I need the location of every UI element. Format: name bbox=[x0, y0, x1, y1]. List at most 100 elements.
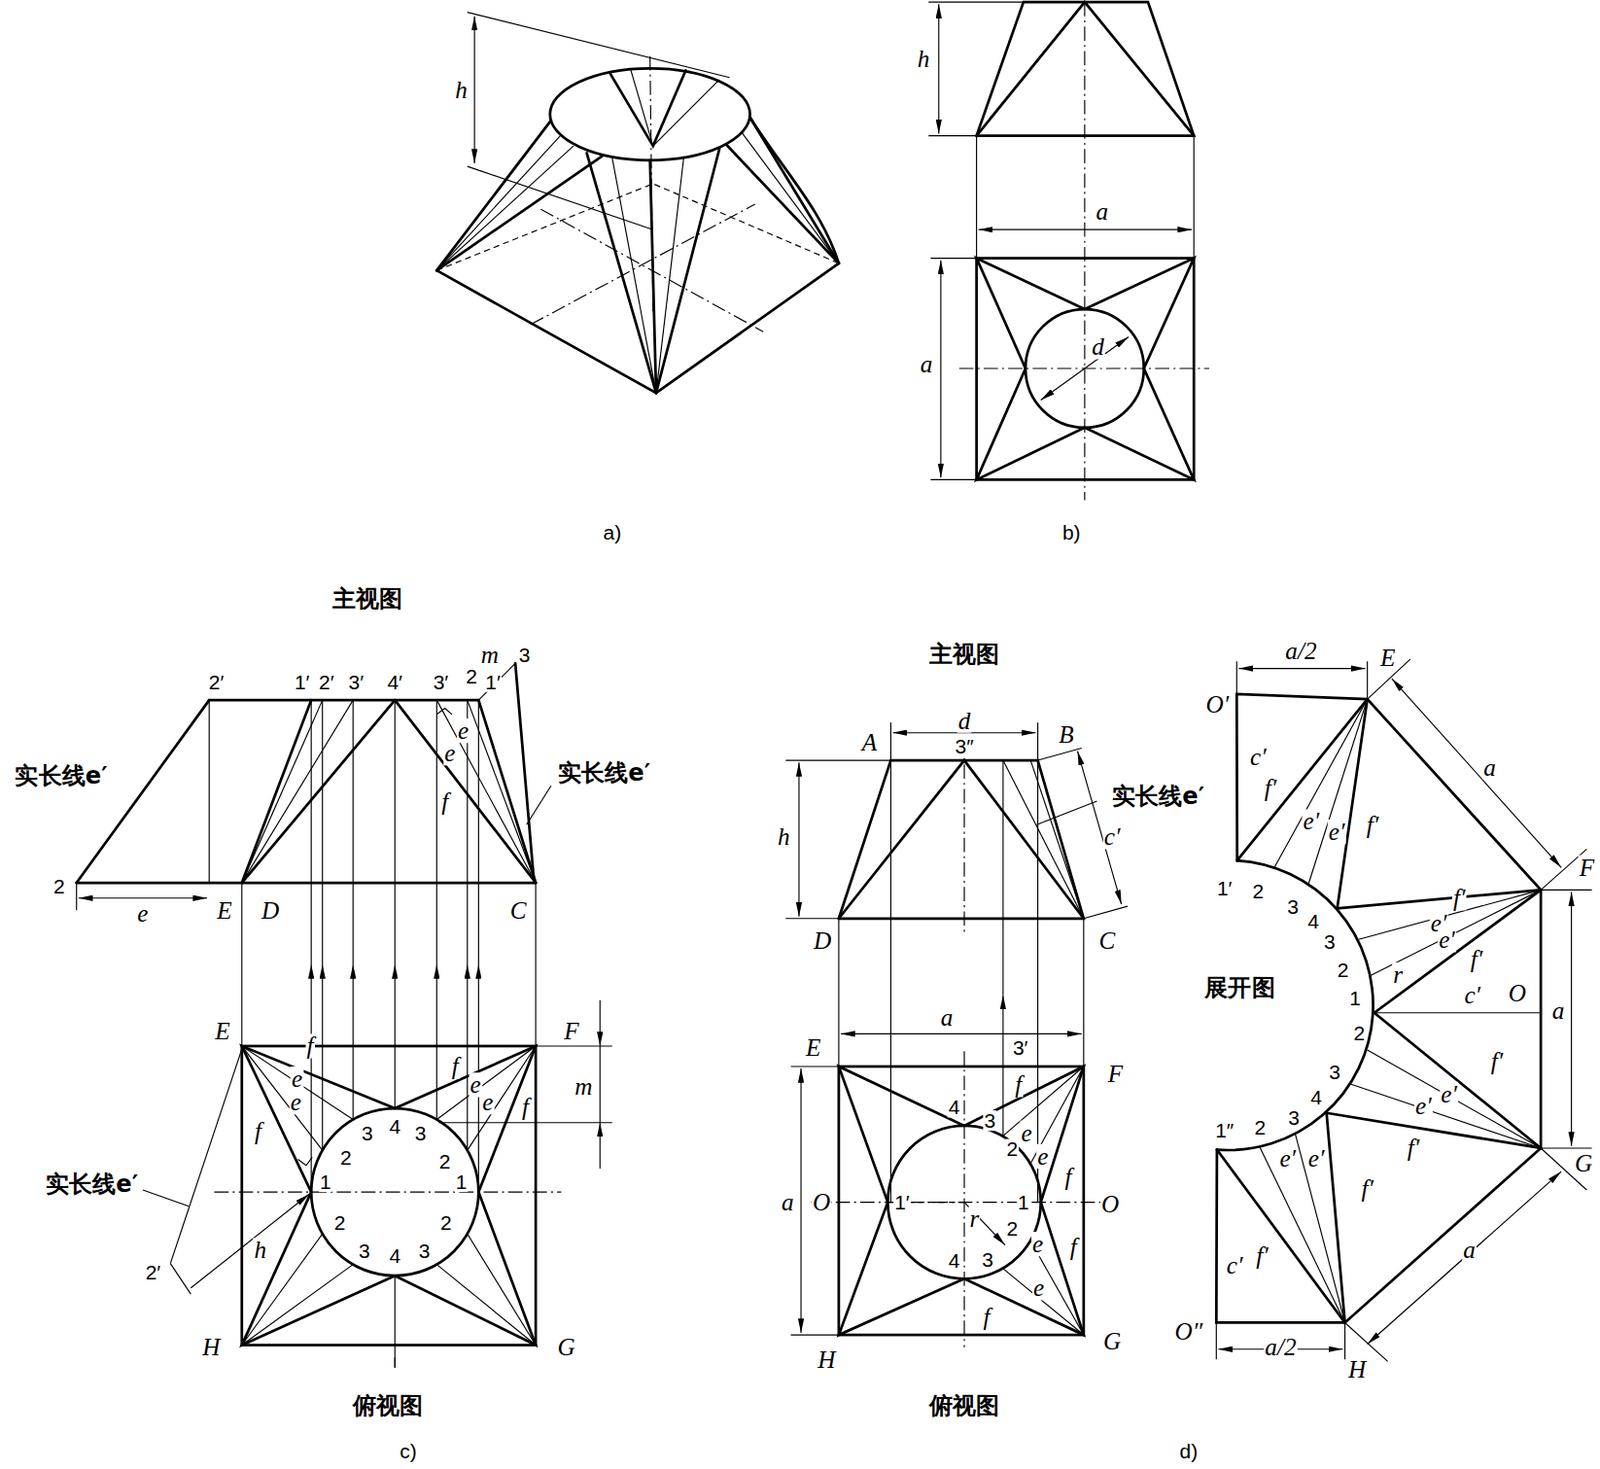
point-letter: e′ bbox=[1439, 1081, 1459, 1107]
drawing-line bbox=[1391, 678, 1562, 868]
point-letter: e′ bbox=[1414, 1093, 1433, 1118]
point-letter: O bbox=[1100, 1191, 1120, 1217]
drawing-line bbox=[208, 699, 210, 883]
drawing-line bbox=[726, 144, 838, 264]
drawing-line bbox=[1030, 760, 1084, 919]
drawing-line bbox=[515, 662, 534, 877]
point-letter: c′ bbox=[1462, 982, 1482, 1008]
point-letter: m bbox=[573, 1074, 593, 1099]
drawing-line bbox=[1374, 1011, 1541, 1013]
drawing-line bbox=[1041, 336, 1129, 400]
point-number: 3 bbox=[1286, 896, 1300, 917]
point-letter: f′ bbox=[1490, 1048, 1505, 1074]
point-letter: a bbox=[1551, 998, 1566, 1023]
drawing-line bbox=[1038, 747, 1082, 761]
point-letter: h bbox=[916, 46, 932, 71]
point-number: 4 bbox=[387, 1245, 402, 1266]
point-letter: e bbox=[481, 1089, 494, 1114]
drawing-line bbox=[467, 1233, 536, 1345]
point-letter: r bbox=[969, 1206, 981, 1231]
drawing-line bbox=[1003, 1268, 1084, 1335]
point-number: 1 bbox=[318, 1171, 333, 1192]
drawing-line bbox=[394, 1275, 396, 1367]
point-number: 2 bbox=[464, 665, 479, 687]
two-view-drawing bbox=[928, 1, 1210, 500]
point-letter: E bbox=[1379, 645, 1397, 670]
drawing-line bbox=[436, 1264, 536, 1346]
view-title: 展开图 bbox=[1203, 975, 1277, 1000]
drawing-line bbox=[1082, 918, 1084, 1067]
point-letter: f bbox=[521, 1094, 530, 1119]
point-number: 2 bbox=[1005, 1139, 1019, 1160]
drawing-line bbox=[963, 1050, 965, 1347]
drawing-line bbox=[436, 964, 438, 1120]
point-number: 3′ bbox=[347, 671, 366, 693]
point-letter: F bbox=[1578, 855, 1597, 880]
drawing-line bbox=[242, 1264, 353, 1346]
drawing-line bbox=[436, 183, 839, 271]
point-number: a) bbox=[601, 521, 623, 543]
drawing-line bbox=[1374, 1012, 1541, 1148]
drawing-line bbox=[1238, 667, 1365, 669]
drawing-line bbox=[610, 69, 687, 146]
point-letter: a bbox=[780, 1189, 796, 1215]
point-letter: E bbox=[213, 1018, 232, 1044]
drawing-line bbox=[1295, 1134, 1346, 1323]
drawing-line bbox=[599, 1000, 601, 1046]
drawing-line bbox=[1366, 660, 1368, 699]
drawing-line bbox=[975, 136, 977, 259]
drawing-line bbox=[535, 1044, 613, 1046]
point-letter: f′ bbox=[1469, 946, 1485, 972]
point-letter: a bbox=[1094, 199, 1110, 224]
point-number: 3 bbox=[1327, 1061, 1342, 1082]
drawing-line bbox=[785, 759, 891, 761]
drawing-line bbox=[930, 479, 976, 481]
drawing-line bbox=[928, 1, 1024, 3]
drawing-line bbox=[298, 1156, 314, 1165]
point-letter: O bbox=[1507, 980, 1528, 1006]
drawing-line bbox=[939, 260, 941, 479]
drawing-line bbox=[838, 1066, 1084, 1335]
point-letter: O bbox=[811, 1189, 832, 1215]
point-letter: e bbox=[1032, 1275, 1045, 1300]
point-number: 2 bbox=[438, 1150, 453, 1172]
point-letter: e′ bbox=[1307, 1146, 1326, 1171]
drawing-line bbox=[1259, 1147, 1346, 1323]
drawing-line bbox=[928, 135, 976, 137]
drawing-line bbox=[394, 699, 536, 883]
point-number: c) bbox=[398, 1440, 418, 1461]
drawing-line bbox=[142, 1189, 189, 1207]
drawing-line bbox=[798, 762, 800, 917]
point-letter: f bbox=[1064, 1164, 1074, 1189]
point-letter: H bbox=[201, 1334, 221, 1359]
drawing-line bbox=[76, 699, 209, 883]
view-title: 实长线e′ bbox=[1111, 784, 1206, 808]
drawing-line bbox=[785, 917, 839, 919]
drawing-line bbox=[321, 964, 323, 1150]
point-letter: H bbox=[816, 1347, 836, 1372]
drawing-line bbox=[630, 69, 654, 146]
drawing-line bbox=[1540, 1147, 1592, 1148]
drawing-line bbox=[190, 1193, 310, 1288]
drawing-line bbox=[1570, 891, 1572, 1146]
point-number: 1 bbox=[1348, 987, 1362, 1009]
drawing-line bbox=[242, 1045, 353, 1120]
point-letter: f′ bbox=[1406, 1135, 1422, 1160]
point-letter: f bbox=[1013, 1072, 1023, 1097]
point-letter: f bbox=[253, 1118, 263, 1144]
point-letter: E bbox=[215, 898, 234, 923]
view-title: 实长线e′ bbox=[44, 1172, 140, 1196]
drawing-line bbox=[1217, 1149, 1346, 1323]
drawing-line bbox=[650, 56, 654, 312]
point-letter: e bbox=[136, 901, 149, 926]
drawing-line bbox=[1337, 698, 1368, 908]
point-number: 1′ bbox=[293, 671, 312, 693]
point-number: 2 bbox=[1251, 880, 1265, 902]
point-letter: a/2 bbox=[1263, 1334, 1297, 1359]
point-letter: a/2 bbox=[1284, 638, 1318, 663]
point-number: 3 bbox=[1286, 1107, 1301, 1128]
view-title: 主视图 bbox=[928, 642, 1002, 666]
drawing-line bbox=[599, 1045, 601, 1123]
point-letter: a bbox=[939, 1005, 955, 1030]
drawing-line bbox=[838, 760, 1084, 919]
